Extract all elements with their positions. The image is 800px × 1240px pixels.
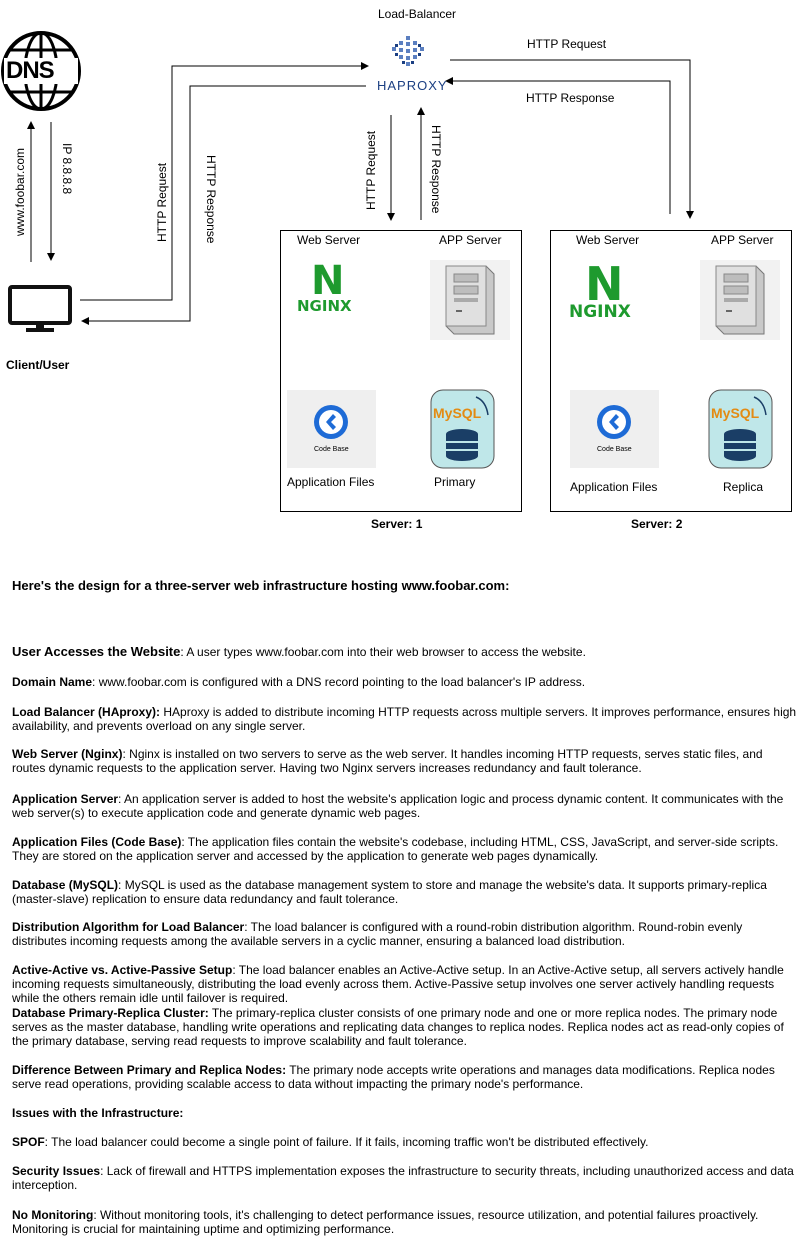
server1-mysql-icon: MySQL [430,389,495,469]
para-application-server: Application Server: An application serve… [12,792,798,820]
para-term: Application Server [12,792,119,806]
para-text: : MySQL is used as the database manageme… [12,878,767,906]
para-text: : Nginx is installed on two servers to s… [12,747,763,775]
para-no-monitoring: No Monitoring: Without monitoring tools,… [12,1208,798,1236]
para-spof: SPOF: The load balancer could become a s… [12,1135,798,1149]
para-security-issues: Security Issues: Lack of firewall and HT… [12,1164,798,1192]
server2-title: Server: 2 [631,517,683,531]
para-text: The primary-replica cluster consists of … [12,1006,784,1048]
para-load-balancer: Load Balancer (HAproxy): HAproxy is adde… [12,705,798,733]
server1-files-label: Application Files [287,475,375,489]
para-term: No Monitoring [12,1208,94,1222]
lb-server2-response [445,77,671,214]
para-text: HAproxy is added to distribute incoming … [12,705,797,733]
para-text: : The load balancer could become a singl… [44,1135,649,1149]
server2-app-server-icon [700,260,780,340]
server1-title: Server: 1 [371,517,423,531]
para-application-files: Application Files (Code Base): The appli… [12,835,798,863]
monitor-icon [8,285,73,335]
para-primary-vs-replica: Difference Between Primary and Replica N… [12,1063,798,1091]
para-user-accesses: User Accesses the Website: A user types … [12,644,798,660]
architecture-diagram: DNS www.foobar.com IP 8.8.8.8 Client/Use… [0,0,800,545]
nginx-n-glyph: N [311,258,345,304]
top-request-label: HTTP Request [527,37,607,51]
doc-heading: Here's the design for a three-server web… [12,578,510,593]
client-response-line [81,85,366,325]
para-text: : The load balancer enables an Active-Ac… [12,963,784,1005]
para-primary-replica-cluster: Database Primary-Replica Cluster: The pr… [12,1006,798,1048]
server1-app-label: APP Server [439,233,502,247]
server2-mysql-icon: MySQL [708,389,773,469]
server1-request-label: HTTP Request [364,130,378,210]
server2-app-label: APP Server [711,233,774,247]
mysql-wordmark: MySQL [433,405,482,421]
para-term: Difference Between Primary and Replica N… [12,1063,287,1077]
para-term: Active-Active vs. Active-Passive Setup [12,963,233,977]
nginx-n-glyph: N [585,257,624,311]
para-text: : Without monitoring tools, it's challen… [12,1208,759,1236]
dns-query-label: www.foobar.com [13,147,27,236]
nginx-wordmark: NGINX [297,297,352,315]
para-text: : The load balancer is configured with a… [12,920,743,948]
para-text: The primary node accepts write operation… [12,1063,775,1091]
server2-nginx-logo: N NGINX [569,257,645,324]
para-term: Issues with the Infrastructure: [12,1106,184,1120]
para-text: : An application server is added to host… [12,792,784,820]
server1-nginx-logo: N NGINX [297,258,363,318]
client-response-label: HTTP Response [204,155,218,244]
top-response-label: HTTP Response [526,91,615,105]
para-text: : Lack of firewall and HTTPS implementat… [12,1164,794,1192]
para-database: Database (MySQL): MySQL is used as the d… [12,878,798,906]
para-term: Application Files (Code Base) [12,835,182,849]
client-request-label: HTTP Request [155,162,169,242]
codebase-caption: Code Base [314,446,349,453]
mysql-wordmark: MySQL [711,405,760,421]
server1-db-label: Primary [434,475,476,489]
para-issues-heading: Issues with the Infrastructure: [12,1106,798,1120]
para-term: Distribution Algorithm for Load Balancer [12,920,245,934]
dns-logo-text: DNS [6,57,55,84]
codebase-caption: Code Base [597,446,632,453]
para-term: Load Balancer (HAproxy): [12,705,161,719]
para-domain-name: Domain Name: www.foobar.com is configure… [12,675,798,689]
dns-globe-icon: DNS [0,30,82,112]
server2-db-label: Replica [723,480,764,494]
dns-answer-label: IP 8.8.8.8 [60,143,74,195]
para-term: Database (MySQL) [12,878,119,892]
server1-app-server-icon [430,260,510,340]
para-term: Security Issues [12,1164,101,1178]
para-text: : The application files contain the webs… [12,835,779,863]
para-text: : www.foobar.com is configured with a DN… [92,675,586,689]
server2-codebase-tile: Code Base [570,390,659,468]
para-text: : A user types www.foobar.com into their… [180,645,586,659]
client-request-line [80,62,369,301]
codebase-icon [314,405,348,439]
load-balancer-title: Load-Balancer [378,7,457,21]
para-term: Web Server (Nginx) [12,747,123,761]
haproxy-logo-text: HAPROXY [377,78,448,93]
client-label: Client/User [6,358,70,372]
server1-codebase-tile: Code Base [287,390,376,468]
para-term: User Accesses the Website [12,644,181,659]
codebase-icon [597,405,631,439]
server2-web-label: Web Server [576,233,640,247]
server1-web-label: Web Server [297,233,361,247]
server1-response-label: HTTP Response [429,125,443,214]
para-term: Domain Name [12,675,93,689]
haproxy-logo-icon [386,34,432,74]
nginx-wordmark: NGINX [569,302,631,322]
para-term: SPOF [12,1135,45,1149]
para-active-active: Active-Active vs. Active-Passive Setup: … [12,963,798,1005]
para-distribution-algorithm: Distribution Algorithm for Load Balancer… [12,920,798,948]
lb-server2-request [450,59,694,219]
para-term: Database Primary-Replica Cluster: [12,1006,209,1020]
para-web-server: Web Server (Nginx): Nginx is installed o… [12,747,798,775]
server2-files-label: Application Files [570,480,658,494]
